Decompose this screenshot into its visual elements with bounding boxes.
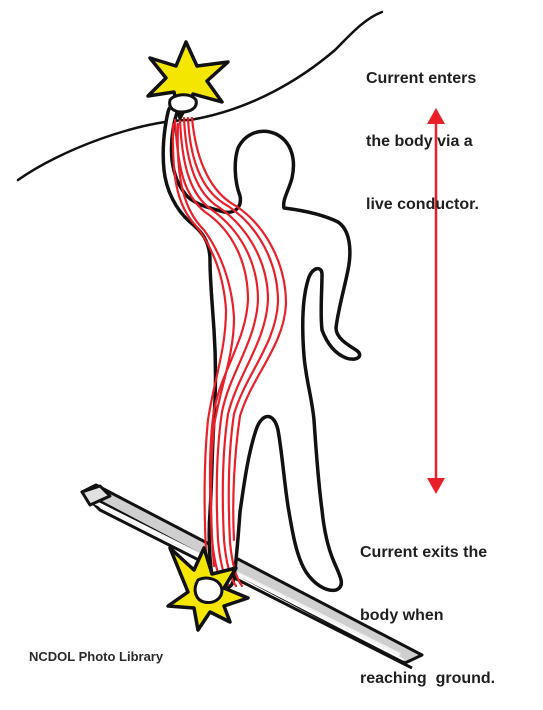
exit-annotation-line-2: body when (360, 605, 495, 626)
entry-annotation: Current enters the body via a live condu… (366, 26, 479, 236)
entry-annotation-line-3: live conductor. (366, 194, 479, 215)
entry-annotation-line-2: the body via a (366, 131, 479, 152)
person-silhouette (163, 106, 359, 591)
exit-annotation: Current exits the body when reaching gro… (360, 500, 495, 710)
entry-annotation-line-1: Current enters (366, 68, 479, 89)
exit-annotation-line-1: Current exits the (360, 542, 495, 563)
exit-annotation-line-3: reaching ground. (360, 668, 495, 689)
entry-spark-icon (148, 42, 228, 118)
photo-credit: NCDOL Photo Library (29, 649, 163, 664)
